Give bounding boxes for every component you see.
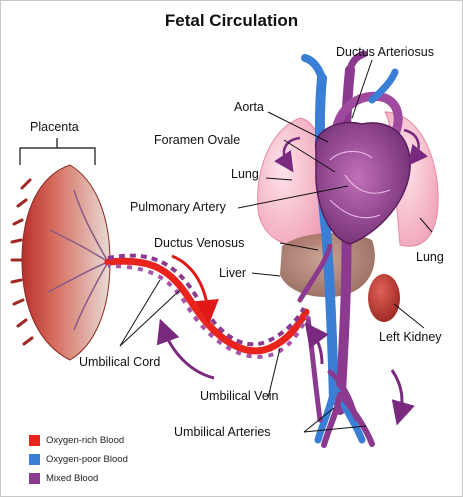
purple-flow-arrow-right — [390, 369, 415, 426]
leader-lung-left — [265, 177, 293, 181]
heart-chambers — [329, 150, 391, 219]
label-foramen-ovale: Foramen Ovale — [154, 133, 241, 147]
purple-flow-arrow-right-lung — [403, 128, 429, 166]
left-lung-shape — [257, 117, 323, 247]
legend-item-oxygen-rich: Oxygen-rich Blood — [29, 431, 128, 450]
legend-swatch-oxygen-rich — [29, 435, 40, 446]
legend-label-oxygen-poor: Oxygen-poor Blood — [46, 454, 128, 465]
ductus-venosus-vessel — [297, 243, 333, 303]
leader-pulmonary-artery — [237, 185, 349, 209]
legend-swatch-mixed — [29, 473, 40, 484]
iliac-artery-left — [321, 392, 343, 448]
label-aorta: Aorta — [234, 100, 264, 114]
label-lung-left: Lung — [231, 167, 259, 181]
purple-flow-arrow-cord — [156, 318, 215, 380]
purple-flow-arrow-left-lung — [274, 136, 301, 173]
upper-purple-branch — [346, 50, 368, 74]
heart-shape — [315, 121, 411, 245]
placenta-vessels — [47, 189, 109, 331]
leader-umbilical-arteries-1 — [303, 407, 335, 433]
leader-umbilical-cord-2 — [119, 289, 181, 347]
legend-item-mixed: Mixed Blood — [29, 469, 128, 488]
label-left-kidney: Left Kidney — [379, 330, 442, 344]
label-umbilical-cord: Umbilical Cord — [79, 355, 161, 369]
upper-blue-vessel — [301, 54, 326, 82]
iliac-artery-right — [339, 392, 375, 447]
diagram-title: Fetal Circulation — [164, 11, 299, 30]
vena-cava-shape — [314, 73, 339, 405]
purple-flow-arrow-lower — [304, 322, 329, 365]
legend-item-oxygen-poor: Oxygen-poor Blood — [29, 450, 128, 469]
label-liver: Liver — [219, 266, 247, 280]
label-umbilical-vein: Umbilical Vein — [200, 389, 279, 403]
iliac-vein-left — [314, 386, 338, 444]
leader-umbilical-vein — [267, 347, 281, 399]
leader-aorta — [267, 111, 329, 143]
leader-lung-right — [419, 217, 433, 233]
umbilical-artery-branch-2 — [327, 369, 359, 421]
placenta-shape — [21, 164, 111, 361]
legend: Oxygen-rich Blood Oxygen-poor Blood Mixe… — [29, 431, 128, 488]
legend-label-oxygen-rich: Oxygen-rich Blood — [46, 435, 125, 446]
leader-foramen-ovale — [283, 139, 336, 173]
red-flow-arrow — [171, 254, 219, 324]
label-umbilical-arteries: Umbilical Arteries — [174, 425, 271, 439]
legend-swatch-oxygen-poor — [29, 454, 40, 465]
label-pulmonary-artery: Pulmonary Artery — [130, 200, 226, 214]
leader-umbilical-arteries-2 — [303, 425, 367, 433]
label-ductus-arteriosus: Ductus Arteriosus — [336, 45, 434, 59]
left-kidney-shape — [368, 274, 400, 322]
leader-umbilical-cord-1 — [119, 279, 161, 347]
umbilical-cord-vein — [104, 257, 310, 355]
placenta-fringe — [10, 178, 34, 346]
label-lung-right: Lung — [416, 250, 444, 264]
legend-label-mixed: Mixed Blood — [46, 473, 99, 484]
leader-ductus-arteriosus — [351, 59, 373, 119]
leader-lines — [119, 59, 433, 433]
placenta-bracket — [19, 138, 96, 165]
upper-blue-branch-right — [368, 68, 399, 104]
umbilical-cord-artery-1 — [107, 253, 306, 347]
leader-left-kidney — [393, 303, 425, 329]
label-ductus-venosus: Ductus Venosus — [154, 236, 245, 250]
leader-ductus-venosus — [279, 242, 319, 251]
label-placenta: Placenta — [30, 120, 79, 134]
leader-liver — [251, 272, 281, 277]
